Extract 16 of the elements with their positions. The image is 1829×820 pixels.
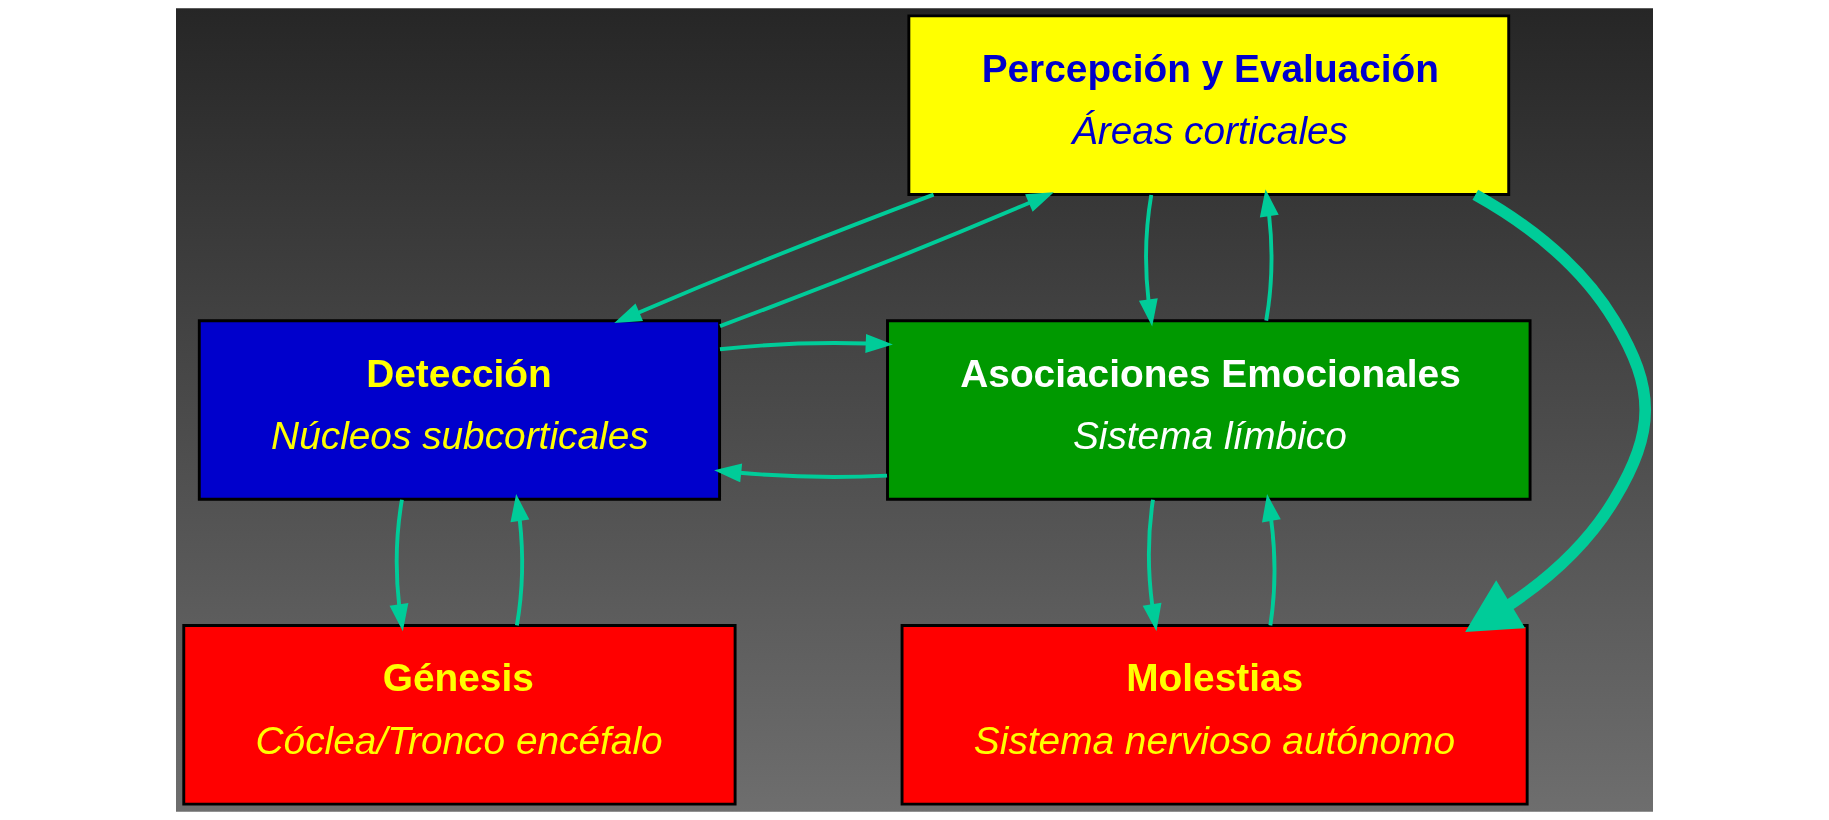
arrow [719,333,893,353]
node-box: Detección Núcleos subcorticales [197,319,722,501]
arrow [1259,189,1279,321]
arrow [714,463,888,483]
node-box: Molestias Sistema nervioso autónomo [900,624,1529,806]
arrow [614,192,935,323]
arrow [719,192,1054,328]
arrow [389,499,409,632]
arrow [1138,194,1158,327]
node-box: Génesis Cóclea/Tronco encéfalo [182,624,737,806]
arrow [1261,494,1281,626]
arrow [510,493,530,626]
node-box: Percepción y Evaluación Áreas corticales [907,14,1511,196]
arrow [1465,189,1651,632]
node-box: Asociaciones Emocionales Sistema límbico [886,319,1532,501]
arrow [1142,499,1162,632]
